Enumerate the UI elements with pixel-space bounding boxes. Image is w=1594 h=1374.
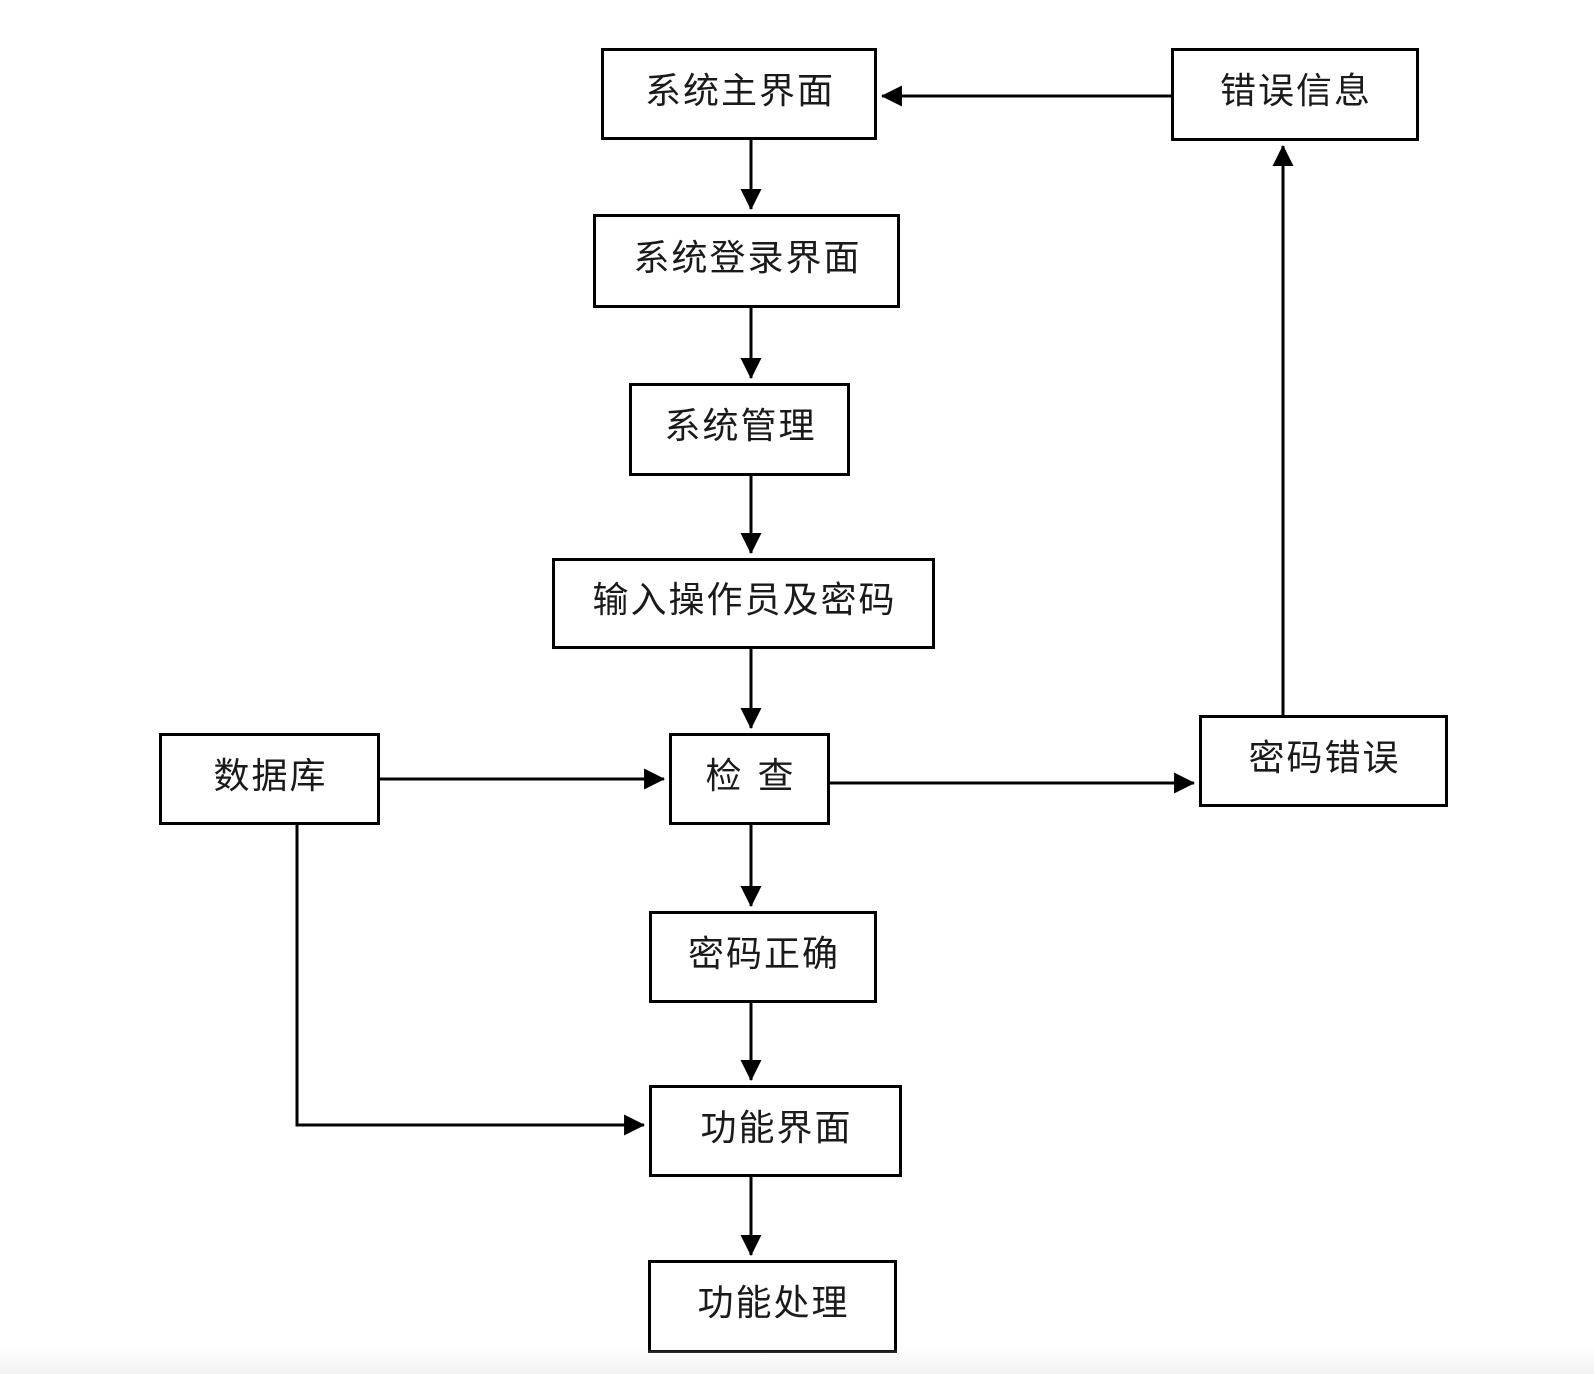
node-password-wrong: 密码错误 <box>1199 715 1448 807</box>
node-database: 数据库 <box>159 733 380 825</box>
node-check: 检查 <box>669 733 830 825</box>
node-password-correct: 密码正确 <box>649 911 877 1003</box>
node-function-ui: 功能界面 <box>649 1085 902 1177</box>
node-system-login-ui: 系统登录界面 <box>593 214 900 308</box>
edge-database-to-function-ui <box>295 825 646 1136</box>
node-system-management-label: 系统管理 <box>664 406 817 446</box>
node-system-main-ui-label: 系统主界面 <box>644 70 835 111</box>
node-error-info: 错误信息 <box>1171 48 1419 141</box>
node-password-correct-label: 密码正确 <box>687 933 840 974</box>
node-input-operator-password: 输入操作员及密码 <box>552 558 935 649</box>
node-function-ui-label: 功能界面 <box>700 1107 853 1148</box>
node-function-processing-label: 功能处理 <box>697 1283 850 1323</box>
node-system-login-ui-label: 系统登录界面 <box>633 237 862 278</box>
node-password-wrong-label: 密码错误 <box>1248 737 1401 778</box>
node-input-operator-password-label: 输入操作员及密码 <box>592 580 897 620</box>
node-check-label: 检查 <box>705 755 810 796</box>
node-error-info-label: 错误信息 <box>1219 71 1372 111</box>
node-database-label: 数据库 <box>213 755 328 796</box>
node-system-main-ui: 系统主界面 <box>601 48 877 140</box>
node-function-processing: 功能处理 <box>648 1260 897 1353</box>
node-system-management: 系统管理 <box>629 383 850 476</box>
